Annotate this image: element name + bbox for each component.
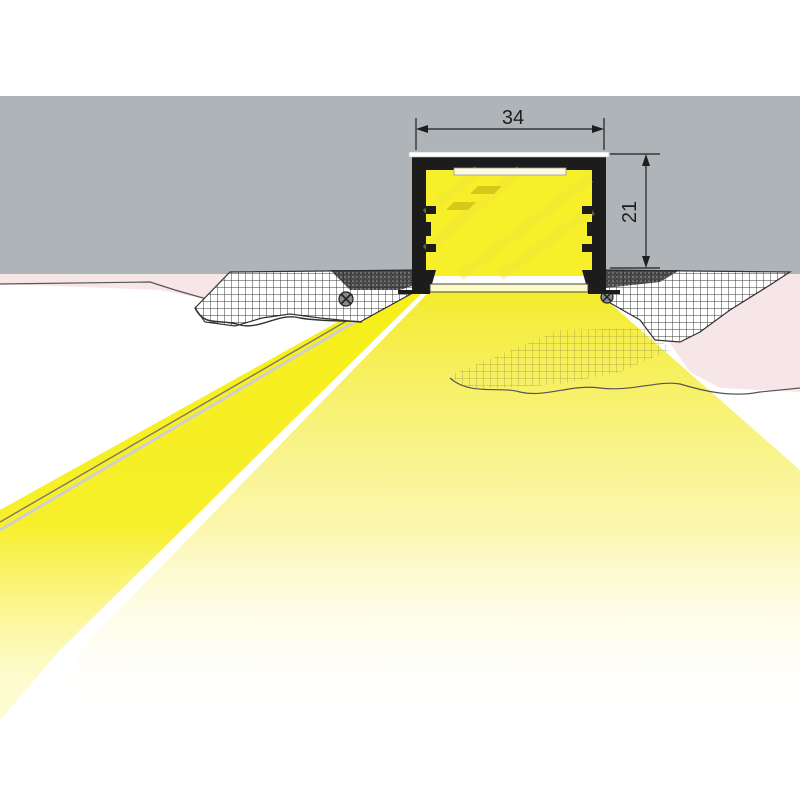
height-arrow-top-icon	[642, 154, 650, 166]
led-strip	[453, 167, 567, 176]
width-arrow-right-icon	[592, 125, 604, 133]
profile-outer-highlight	[408, 151, 610, 158]
diffuser	[429, 283, 589, 293]
notch-left-2	[426, 244, 436, 252]
mesh-lower-edge	[449, 377, 800, 395]
mesh-edge-left-wave	[194, 307, 363, 327]
profile-flange	[398, 290, 620, 294]
light-beam-right	[60, 290, 800, 720]
plaster-strip-left	[330, 270, 418, 290]
left-strip-edge-shadow	[0, 298, 393, 532]
led-chips	[446, 186, 502, 210]
width-dimension-label: 34	[502, 107, 524, 129]
light-beam-left	[0, 290, 425, 720]
profile-interior	[426, 170, 592, 276]
tab-right	[587, 222, 592, 236]
left-strip-edge-top	[0, 289, 401, 523]
mesh-patch-lower	[450, 328, 670, 388]
interior-streaks	[422, 166, 595, 281]
width-dimension: 34	[415, 107, 605, 150]
notch-right-2	[582, 244, 592, 252]
profile-outer-wall	[412, 156, 606, 290]
height-arrow-bottom-icon	[642, 256, 650, 268]
width-arrow-left-icon	[416, 125, 428, 133]
screw-left-icon	[338, 291, 354, 307]
notch-left-1	[426, 206, 436, 214]
ceiling-slab	[0, 96, 800, 274]
height-dimension: 21	[610, 153, 660, 269]
notch-right-1	[582, 206, 592, 214]
led-profile	[398, 151, 620, 294]
plaster-strip-right	[600, 270, 680, 288]
height-dimension-label: 21	[619, 201, 641, 223]
mesh-patch-right	[599, 269, 792, 343]
tab-left	[426, 222, 431, 236]
